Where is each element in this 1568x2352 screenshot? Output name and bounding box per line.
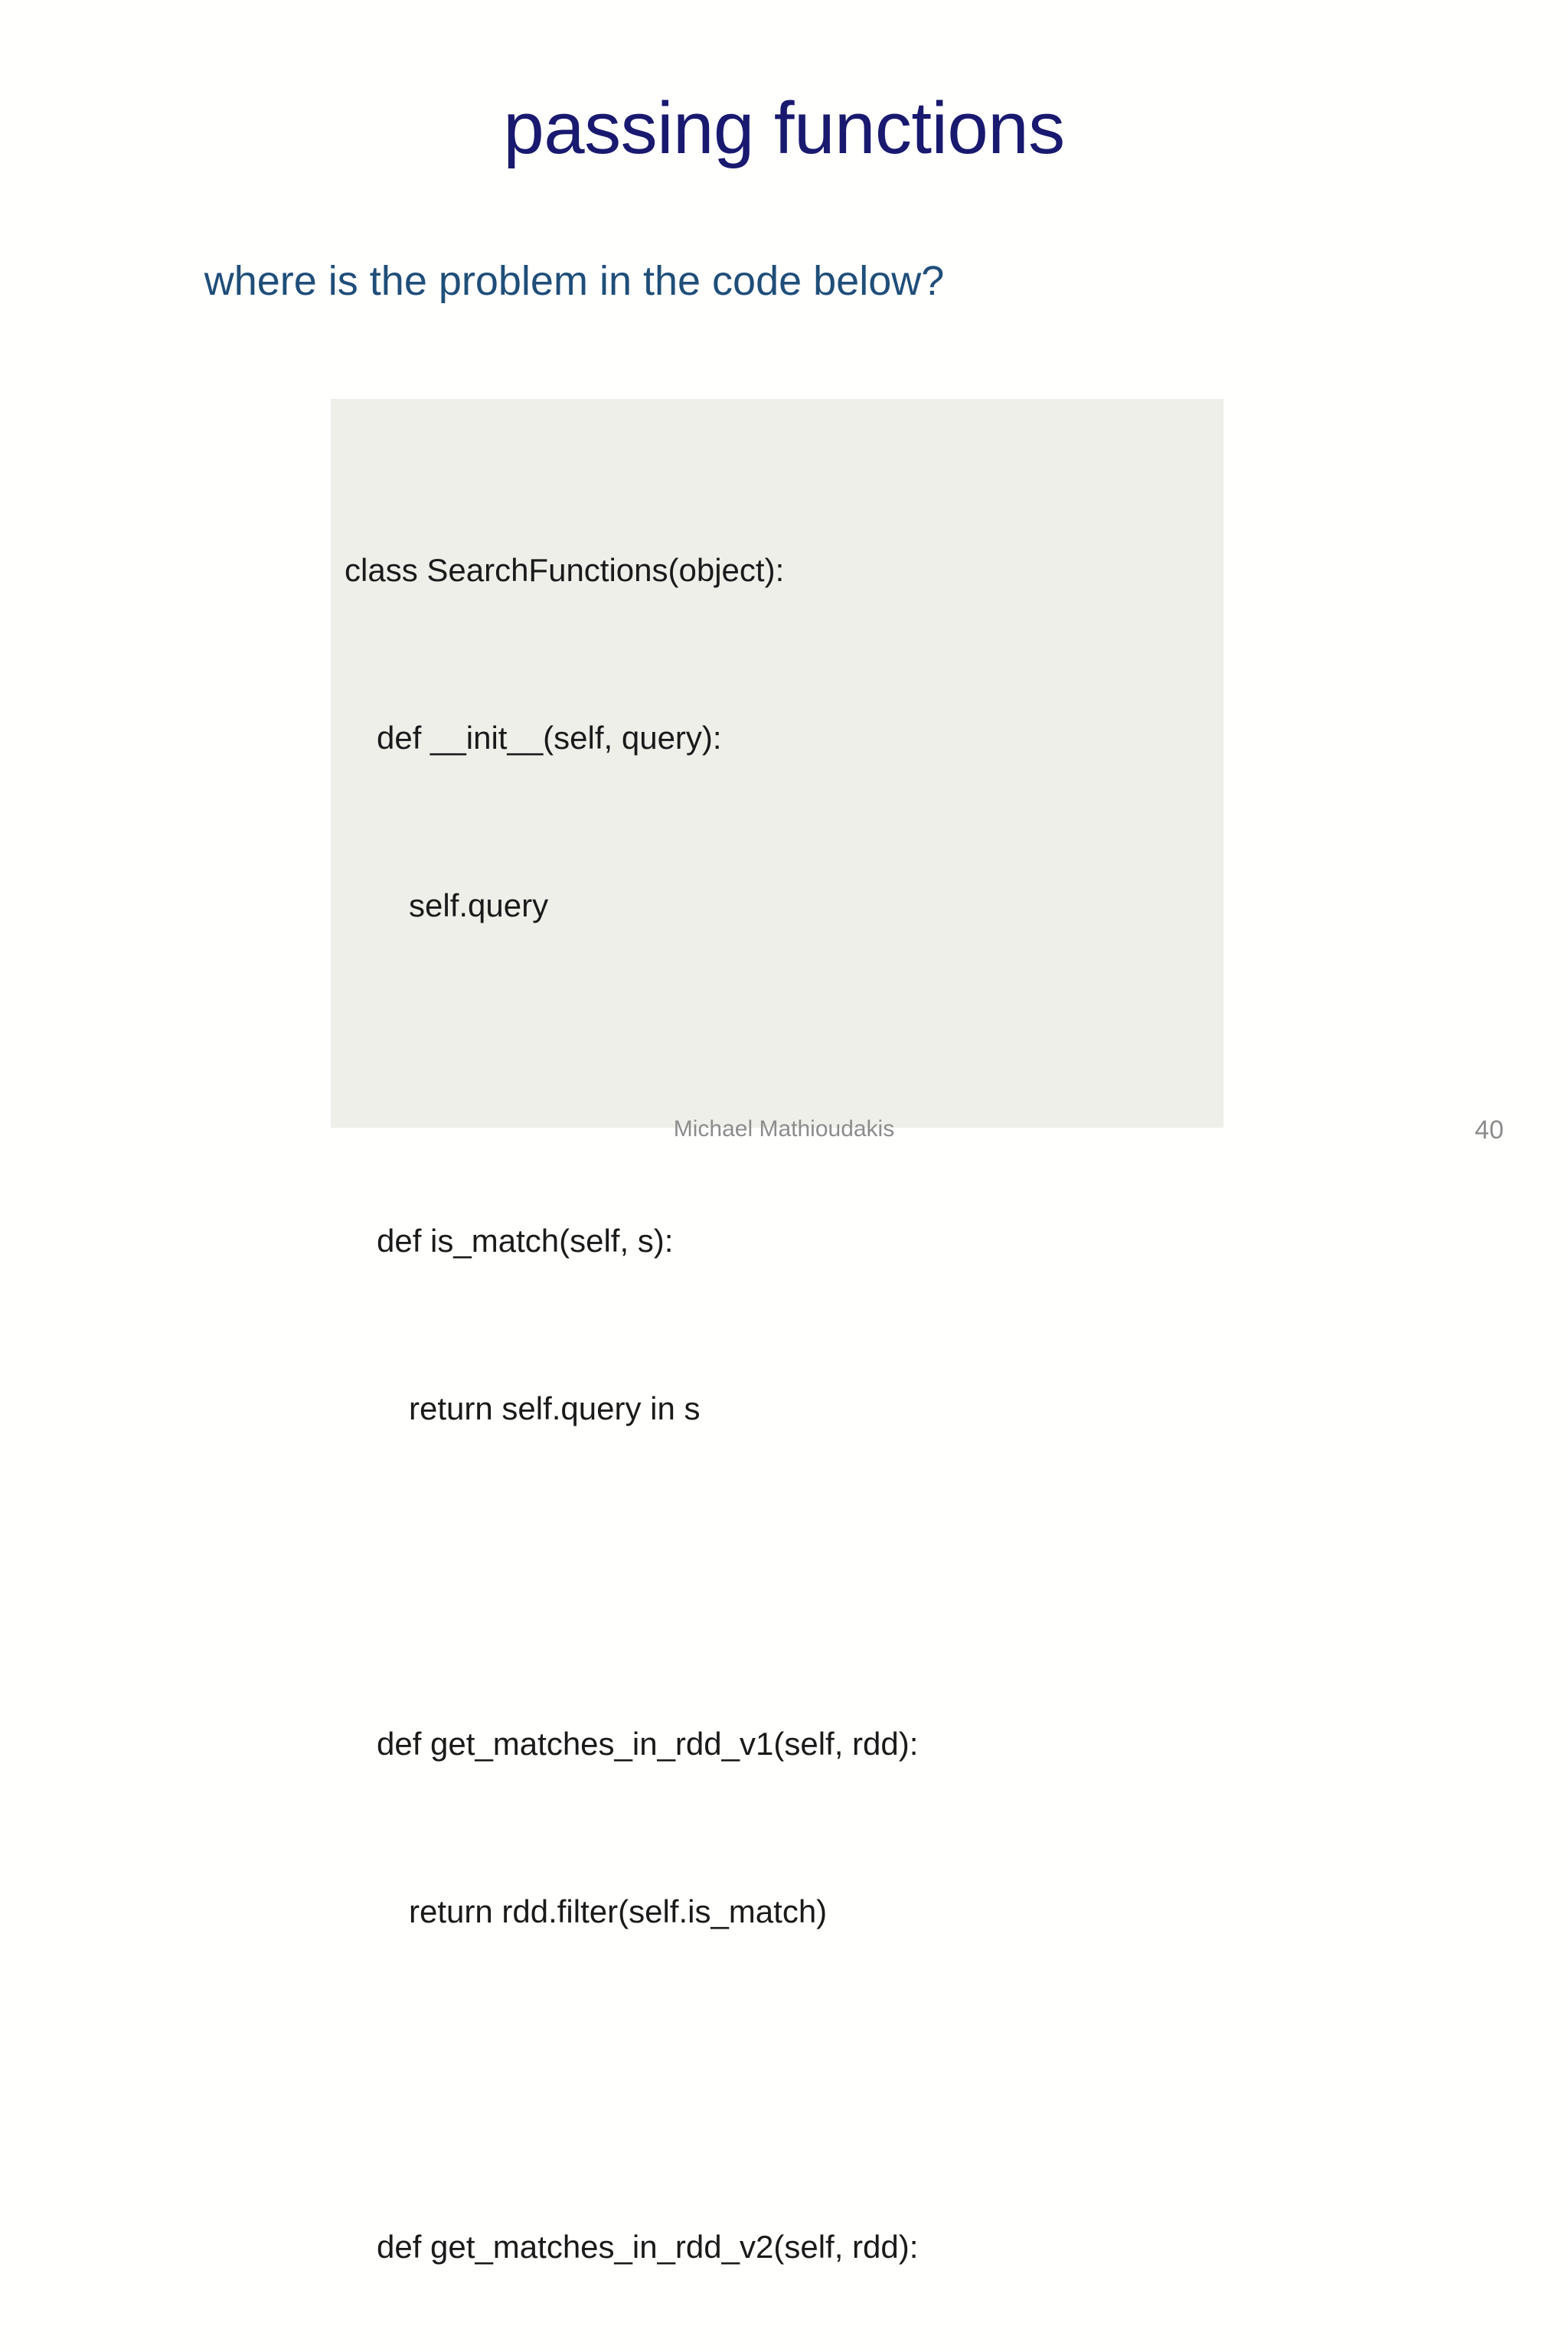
code-listing: class SearchFunctions(object): def __ini… <box>345 430 1233 2352</box>
code-line-blank <box>345 2051 1233 2107</box>
code-line: return rdd.filter(self.is_match) <box>409 1893 828 1929</box>
code-line-blank <box>345 1045 1233 1101</box>
slide-subtitle-question: where is the problem in the code below? <box>204 258 945 304</box>
code-line: def get_matches_in_rdd_v2(self, rdd): <box>377 2229 919 2265</box>
code-line: class SearchFunctions(object): <box>345 552 785 588</box>
code-line: def __init__(self, query): <box>377 720 722 756</box>
slide-canvas: passing functions where is the problem i… <box>204 87 1504 2265</box>
code-block-panel <box>331 399 1223 1128</box>
code-line: return self.query in s <box>409 1390 701 1426</box>
code-line: def get_matches_in_rdd_v1(self, rdd): <box>377 1726 919 1762</box>
page-title: passing functions <box>503 87 1065 169</box>
footer-author-name: Michael Mathioudakis <box>673 1116 895 1142</box>
footer-page-number: 40 <box>1475 1116 1504 1145</box>
code-line-blank <box>345 1548 1233 1604</box>
code-line: def is_match(self, s): <box>377 1223 674 1259</box>
code-line: self.query <box>409 887 549 923</box>
